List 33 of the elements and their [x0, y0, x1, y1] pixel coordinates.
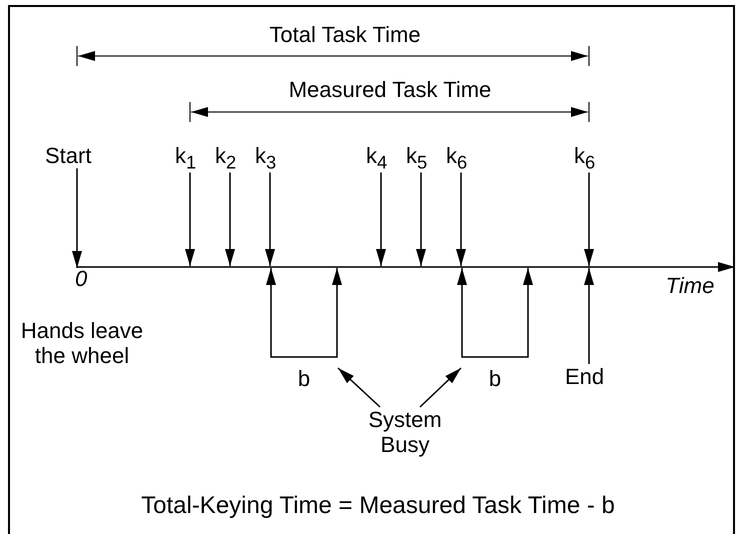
arrow	[416, 172, 426, 266]
arrow	[185, 172, 195, 266]
arrow	[456, 172, 466, 266]
axis-label: Time	[666, 273, 714, 298]
event-label: 0	[75, 268, 88, 290]
arrow	[584, 268, 594, 364]
event-label: k$_{6}$	[446, 143, 468, 172]
dimension-label: Measured Task Time	[288, 77, 492, 102]
bracket-label: b	[296, 366, 312, 392]
arrow	[265, 172, 275, 266]
arrow	[584, 172, 594, 266]
leader-arrow	[337, 367, 381, 408]
event-label: k$_{5}$	[406, 143, 428, 172]
event-label: k$_{3}$	[255, 143, 276, 172]
dimension-label: Total Task Time	[269, 22, 421, 48]
event-label: k$_{1}$	[175, 143, 196, 172]
event-label: k$_{2}$	[215, 143, 236, 172]
event-label: System Busy	[355, 407, 455, 458]
arrow	[523, 268, 533, 330]
note-label: Hands leave the wheel	[20, 318, 144, 369]
arrow	[332, 268, 342, 330]
event-label: k$_{4}$	[366, 143, 388, 172]
leader-arrow	[419, 367, 462, 408]
arrow	[266, 268, 276, 330]
bracket-label: b	[488, 366, 502, 392]
formula-text: Total-Keying Time = Measured Task Time - b	[141, 492, 615, 520]
arrow	[376, 172, 386, 266]
event-label: End	[565, 364, 604, 390]
event-label: k$_{6}$	[574, 143, 596, 172]
arrow	[225, 172, 235, 266]
arrow	[457, 268, 467, 330]
arrow	[72, 168, 82, 268]
event-label: Start	[45, 143, 92, 168]
